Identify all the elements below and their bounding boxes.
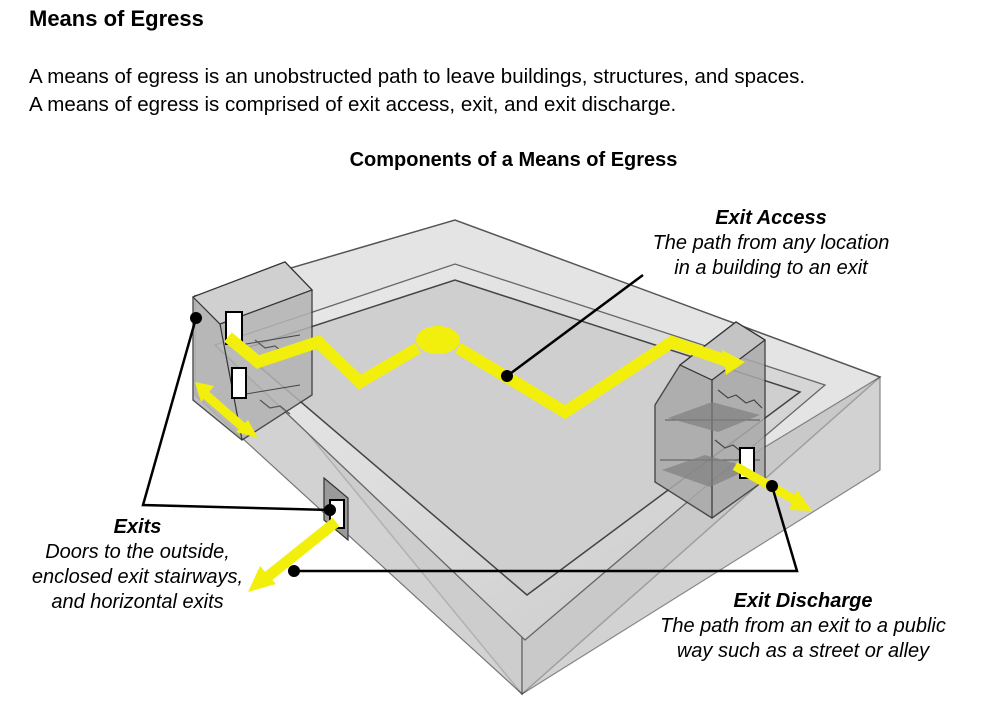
intro-line-1: A means of egress is an unobstructed pat… — [29, 65, 806, 88]
exit-discharge-arrow-left-upper — [195, 382, 258, 438]
exits-leader — [141, 312, 336, 516]
exit-access-arrowhead-icon — [722, 350, 745, 375]
exits-desc-line-1: Doors to the outside, — [45, 541, 230, 563]
building — [193, 219, 882, 696]
intro-line-2: A means of egress is comprised of exit a… — [29, 93, 677, 116]
exit-access-path — [224, 326, 745, 420]
exit-discharge-desc-line-2: way such as a street or alley — [676, 640, 930, 662]
intro-paragraph: A means of egress is an unobstructed pat… — [29, 63, 805, 119]
exit-access-heading: Exit Access — [715, 207, 827, 229]
building-floor-plate — [238, 279, 802, 596]
exits-heading: Exits — [113, 516, 162, 538]
exit-discharge-arrow-right — [732, 462, 812, 511]
exit-discharge-desc-line-1: The path from an exit to a public — [660, 615, 946, 637]
page-title: Means of Egress — [29, 6, 204, 31]
exits-desc-line-2: enclosed exit stairways, — [31, 566, 244, 588]
exits-label: Exits Doors to the outside, enclosed exi… — [5, 515, 270, 615]
exits-desc-line-3: and horizontal exits — [51, 591, 224, 613]
exit-discharge-arrow-front — [248, 517, 340, 592]
exit-access-leader — [501, 273, 644, 382]
exit-access-desc-line-1: The path from any location — [652, 232, 890, 254]
exit-discharge-heading: Exit Discharge — [733, 590, 873, 612]
exit-discharge-label: Exit Discharge The path from an exit to … — [633, 589, 973, 664]
exit-discharge-leader — [288, 480, 799, 577]
exit-access-label: Exit Access The path from any location i… — [626, 206, 916, 281]
left-door-lower-icon — [231, 367, 247, 399]
figure-title: Components of a Means of Egress — [349, 149, 678, 171]
exit-access-desc-line-2: in a building to an exit — [674, 257, 868, 279]
